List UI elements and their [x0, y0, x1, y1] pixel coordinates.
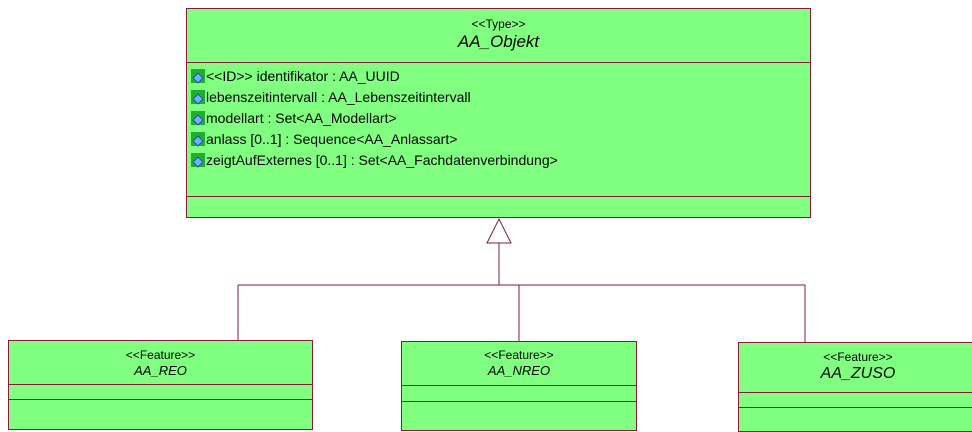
attribute-text: zeigtAufExternes [0..1] : Set<AA_Fachdat… — [206, 151, 558, 168]
class-name: AA_ZUSO — [820, 365, 896, 382]
inheritance-arrowhead — [486, 217, 512, 244]
attribute-compartment — [9, 385, 312, 400]
attribute-compartment — [739, 393, 972, 408]
attribute-row[interactable]: anlass [0..1] : Sequence<AA_Anlassart> — [191, 128, 810, 149]
attribute-text: lebenszeitintervall : AA_Lebenszeitinter… — [206, 88, 471, 105]
class-name: AA_NREO — [487, 363, 551, 378]
class-stereotype: <<Feature>> — [823, 350, 893, 364]
class-stereotype: <<Feature>> — [125, 348, 196, 362]
attribute-row[interactable]: <<ID>> identifikator : AA_UUID — [191, 65, 810, 86]
attribute-text: modellart : Set<AA_Modellart> — [206, 109, 397, 126]
class-header: <<Feature>> AA_REO — [9, 341, 312, 385]
class-stereotype: <<Type>> — [471, 17, 526, 31]
class-aa-zuso[interactable]: <<Feature>> AA_ZUSO — [738, 342, 972, 432]
class-header: <<Type>> AA_Objekt — [187, 9, 810, 63]
attribute-row[interactable]: zeigtAufExternes [0..1] : Set<AA_Fachdat… — [191, 149, 810, 170]
generalization-connector — [237, 217, 806, 342]
class-name: AA_REO — [134, 363, 187, 378]
attribute-row[interactable]: modellart : Set<AA_Modellart> — [191, 107, 810, 128]
class-stereotype: <<Feature>> — [484, 348, 554, 362]
attribute-row[interactable]: lebenszeitintervall : AA_Lebenszeitinter… — [191, 86, 810, 107]
attribute-icon — [191, 68, 205, 83]
attribute-compartment — [402, 386, 636, 402]
attribute-icon — [191, 110, 205, 125]
class-header: <<Feature>> AA_ZUSO — [739, 343, 972, 393]
class-header: <<Feature>> AA_NREO — [402, 342, 636, 386]
attribute-text: anlass [0..1] : Sequence<AA_Anlassart> — [206, 130, 458, 147]
attribute-icon — [191, 89, 205, 104]
class-aa-reo[interactable]: <<Feature>> AA_REO — [8, 340, 313, 430]
class-name: AA_Objekt — [457, 32, 540, 51]
class-aa-nreo[interactable]: <<Feature>> AA_NREO — [401, 341, 637, 431]
attribute-icon — [191, 131, 205, 146]
attribute-compartment: <<ID>> identifikator : AA_UUID lebenszei… — [187, 63, 810, 197]
attribute-icon — [191, 152, 205, 167]
class-aa-objekt[interactable]: <<Type>> AA_Objekt <<ID>> identifikator … — [186, 8, 811, 218]
attribute-text: <<ID>> identifikator : AA_UUID — [206, 67, 400, 84]
